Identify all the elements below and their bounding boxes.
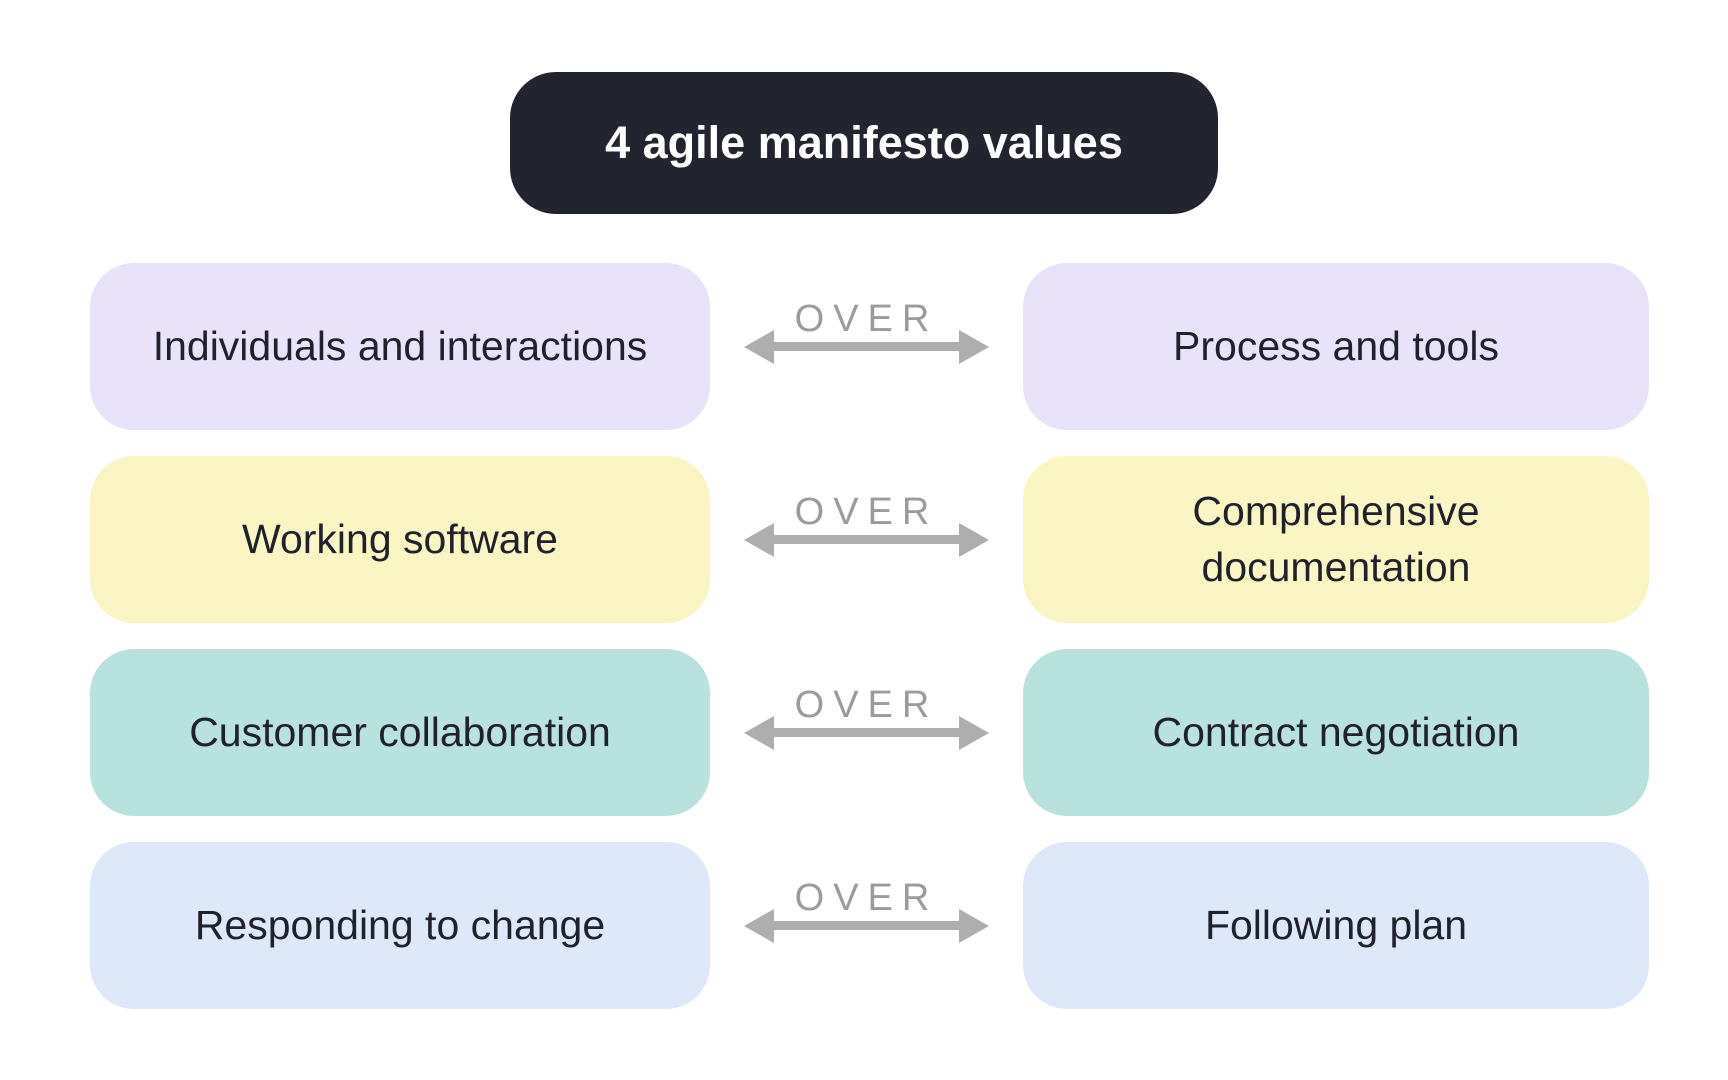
over-label: OVER	[794, 490, 939, 533]
value-label-left: Customer collaboration	[189, 708, 611, 755]
value-row: Customer collaboration OVER Contract neg…	[90, 649, 1649, 816]
value-row: Working software OVER Comprehensive docu…	[90, 456, 1649, 623]
over-connector: OVER	[710, 456, 1023, 623]
title-badge: 4 agile manifesto values	[510, 72, 1218, 214]
value-row: Individuals and interactions OVER Proces…	[90, 263, 1649, 430]
value-box-left: Individuals and interactions	[90, 263, 710, 430]
arrow-head-left-icon	[744, 715, 774, 750]
value-box-left: Responding to change	[90, 842, 710, 1009]
arrow-shaft	[774, 728, 959, 737]
value-label-right: Following plan	[1204, 901, 1468, 948]
value-row: Responding to change OVER Following plan	[90, 842, 1649, 1009]
value-box-right: Process and tools	[1023, 263, 1649, 430]
over-connector: OVER	[710, 263, 1023, 430]
value-box-right: Comprehensive documentation	[1023, 456, 1649, 623]
over-label: OVER	[794, 683, 939, 726]
double-arrow-icon	[744, 522, 989, 557]
over-connector: OVER	[710, 649, 1023, 816]
over-label: OVER	[794, 297, 939, 340]
arrow-head-left-icon	[744, 329, 774, 364]
value-label-left: Working software	[242, 515, 558, 562]
value-box-right: Contract negotiation	[1023, 649, 1649, 816]
double-arrow-icon	[744, 329, 989, 364]
value-label-right: Process and tools	[1173, 322, 1499, 369]
arrow-head-right-icon	[959, 329, 989, 364]
arrow-head-right-icon	[959, 715, 989, 750]
arrow-shaft	[774, 535, 959, 544]
value-label-left: Individuals and interactions	[152, 322, 648, 369]
arrow-head-left-icon	[744, 522, 774, 557]
arrow-head-left-icon	[744, 908, 774, 943]
arrow-shaft	[774, 342, 959, 351]
value-label-right: Comprehensive documentation	[1192, 488, 1480, 590]
value-box-left: Customer collaboration	[90, 649, 710, 816]
double-arrow-icon	[744, 715, 989, 750]
arrow-head-right-icon	[959, 522, 989, 557]
arrow-shaft	[774, 921, 959, 930]
value-label-left: Responding to change	[194, 901, 606, 948]
value-label-right: Contract negotiation	[1152, 708, 1520, 755]
value-box-right: Following plan	[1023, 842, 1649, 1009]
over-label: OVER	[794, 876, 939, 919]
value-box-left: Working software	[90, 456, 710, 623]
values-rows: Individuals and interactions OVER Proces…	[90, 263, 1649, 1009]
arrow-head-right-icon	[959, 908, 989, 943]
over-connector: OVER	[710, 842, 1023, 1009]
double-arrow-icon	[744, 908, 989, 943]
